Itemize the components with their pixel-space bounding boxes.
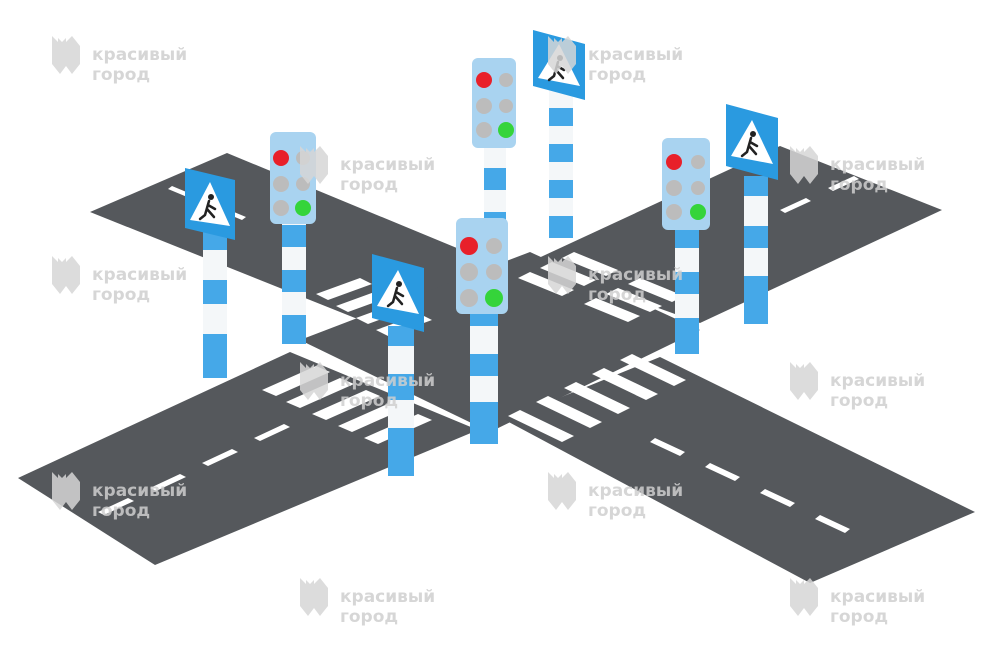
watermark-line1: красивый — [830, 371, 925, 391]
watermark-line1: красивый — [588, 481, 683, 501]
watermark-line2: город — [340, 391, 398, 411]
watermark-line2: город — [830, 391, 888, 411]
watermark-line1: красивый — [92, 265, 187, 285]
pedestrian-sign-post-left — [185, 168, 235, 378]
watermark-line2: город — [92, 285, 150, 305]
pedestrian-sign-post-far-center — [533, 30, 585, 238]
watermark-line2: город — [588, 285, 646, 305]
watermark-line2: город — [92, 501, 150, 521]
pedestrian-sign-post-right — [726, 104, 778, 324]
traffic-light-right — [662, 138, 710, 354]
castle-logo-icon — [52, 36, 80, 74]
watermark-line2: город — [588, 501, 646, 521]
traffic-light-icon — [456, 218, 508, 314]
castle-logo-icon — [548, 472, 576, 510]
watermark-line1: красивый — [340, 155, 435, 175]
castle-logo-icon — [52, 256, 80, 294]
watermark-line1: красивый — [92, 45, 187, 65]
watermark-line2: город — [340, 175, 398, 195]
traffic-light-far-center — [472, 58, 516, 240]
castle-logo-icon — [300, 578, 328, 616]
pedestrian-crossing-sign-icon — [726, 104, 778, 180]
traffic-light-icon — [472, 58, 516, 148]
pedestrian-crossing-sign-icon — [372, 254, 424, 332]
watermark-line2: город — [830, 607, 888, 627]
traffic-light-icon — [662, 138, 710, 230]
pedestrian-crossing-sign-icon — [185, 168, 235, 240]
watermark-line1: красивый — [588, 45, 683, 65]
watermark-line1: красивый — [340, 371, 435, 391]
pedestrian-sign-post-front — [372, 254, 424, 476]
watermark-line1: красивый — [830, 587, 925, 607]
watermark-line1: красивый — [588, 265, 683, 285]
watermark-line1: красивый — [340, 587, 435, 607]
watermark-line2: город — [92, 65, 150, 85]
watermark-line2: город — [340, 607, 398, 627]
crosswalk-right — [508, 354, 686, 442]
traffic-light-center-front — [456, 218, 508, 444]
watermark-grid: красивый город красивый город красивый г… — [52, 36, 925, 627]
watermark-line2: город — [830, 175, 888, 195]
watermark-line1: красивый — [830, 155, 925, 175]
watermark-line1: красивый — [92, 481, 187, 501]
castle-logo-icon — [790, 578, 818, 616]
castle-logo-icon — [790, 362, 818, 400]
lane-markings — [98, 176, 859, 533]
watermark-line2: город — [588, 65, 646, 85]
